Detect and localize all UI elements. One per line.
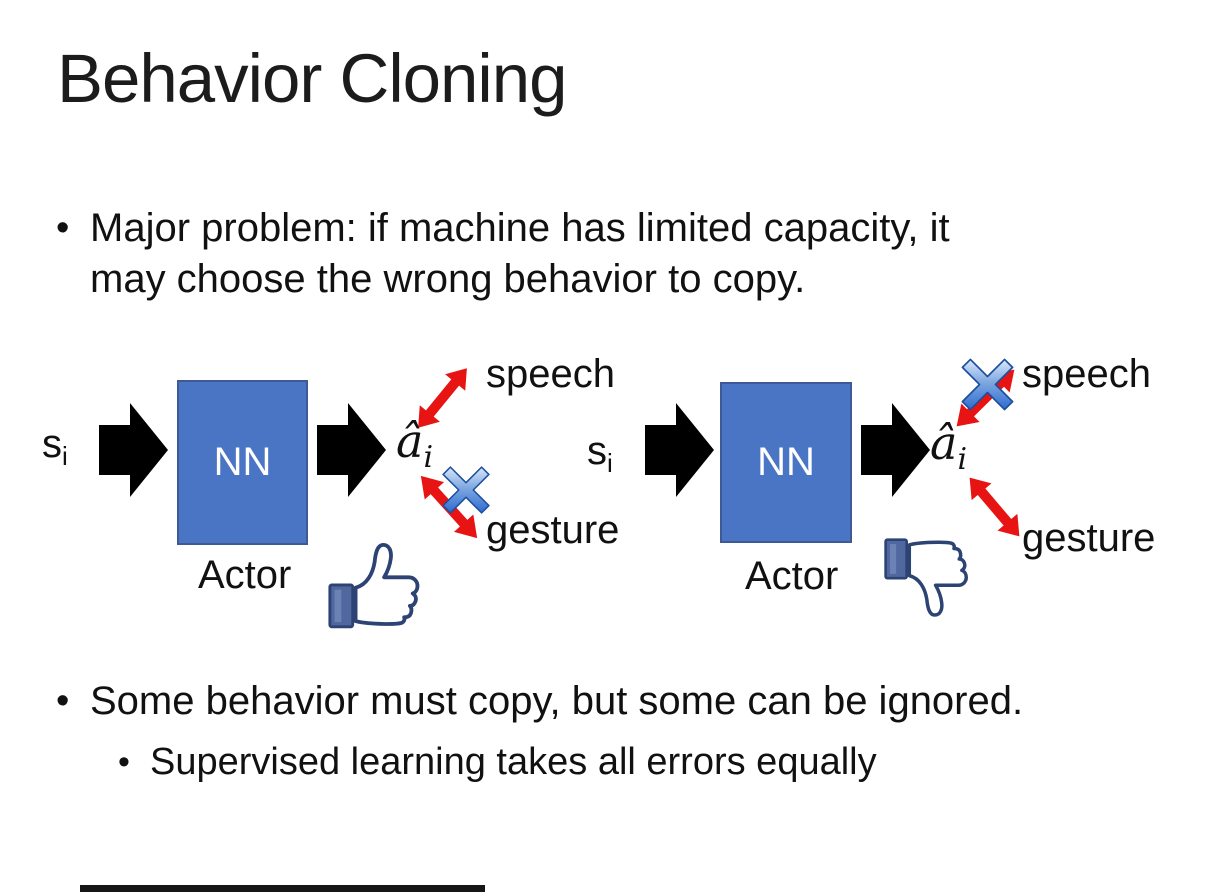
slide-title: Behavior Cloning: [57, 40, 567, 117]
right-nn-box: NN: [720, 382, 852, 543]
right-cross-icon: [959, 356, 1016, 413]
bottom-edge-bar: [80, 885, 485, 892]
bullet-line-1: Major problem: if machine has limited ca…: [90, 206, 950, 250]
bullet-major-problem-text: Major problem: if machine has limited ca…: [90, 203, 950, 305]
left-output-label: âi: [396, 414, 434, 475]
left-speech-label: speech: [486, 352, 615, 396]
thumbs-up-icon: [327, 533, 427, 633]
left-output-arrow-icon: [317, 403, 386, 497]
bullet-major-problem: • Major problem: if machine has limited …: [56, 203, 950, 305]
right-speech-label: speech: [1022, 352, 1151, 396]
left-actor-label: Actor: [198, 553, 292, 597]
bullet-marker: •: [118, 743, 130, 781]
left-speech-arrow-icon: [407, 359, 479, 438]
bullet-some-behavior-text: Some behavior must copy, but some can be…: [90, 676, 1023, 727]
thumbs-down-icon: [883, 531, 975, 629]
right-input-arrow-icon: [645, 403, 714, 497]
right-nn-label: NN: [757, 440, 815, 484]
right-actor-label: Actor: [745, 554, 839, 598]
right-output-arrow-icon: [861, 403, 930, 497]
bullet-supervised-learning-text: Supervised learning takes all errors equ…: [150, 738, 877, 786]
right-speech-arrow-icon: [946, 359, 1025, 437]
bullet-line-2: may choose the wrong behavior to copy.: [90, 257, 806, 301]
bullet-line: Supervised learning takes all errors equ…: [150, 741, 877, 783]
left-input-label: si: [42, 422, 68, 471]
left-gesture-label: gesture: [486, 508, 620, 552]
bullet-supervised-learning: • Supervised learning takes all errors e…: [118, 738, 877, 786]
left-nn-label: NN: [213, 440, 272, 484]
left-nn-box: NN: [177, 380, 308, 545]
bullet-line: Some behavior must copy, but some can be…: [90, 679, 1024, 723]
bullet-marker: •: [56, 207, 70, 249]
bullet-some-behavior: • Some behavior must copy, but some can …: [56, 676, 1023, 727]
right-gesture-arrow-icon: [958, 468, 1031, 546]
bullet-marker: •: [56, 680, 70, 722]
left-input-arrow-icon: [99, 403, 168, 497]
right-gesture-label: gesture: [1022, 516, 1156, 560]
right-output-label: âi: [930, 416, 968, 477]
right-input-label: si: [587, 429, 613, 478]
left-cross-icon: [440, 464, 492, 516]
